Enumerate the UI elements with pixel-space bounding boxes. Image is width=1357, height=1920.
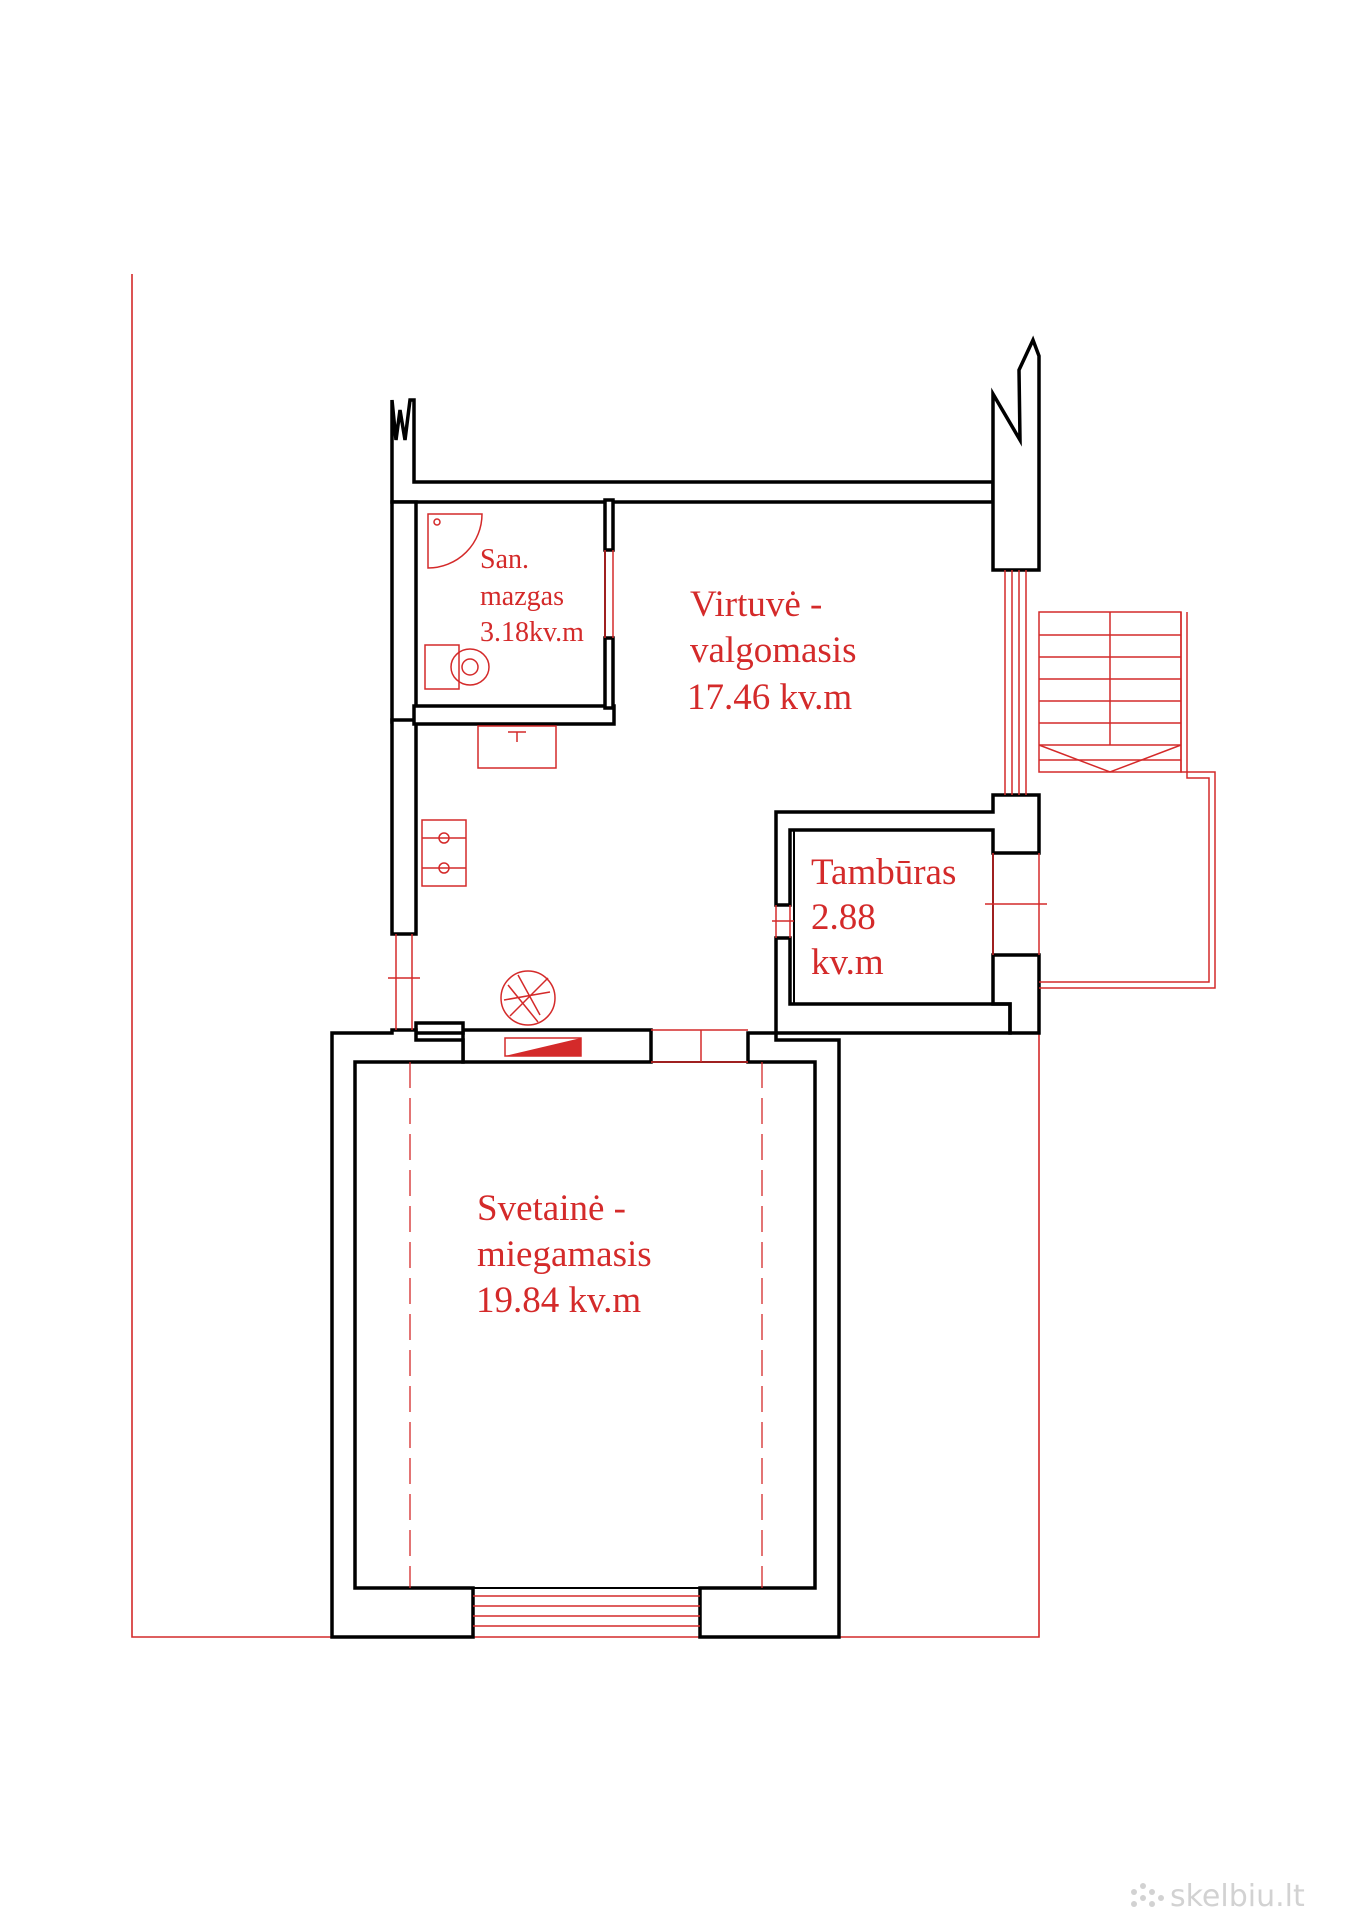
sink-icon (477, 725, 557, 769)
stove-icon (421, 819, 467, 887)
living-room-label: Svetainė - miegamasis 19.84 kv.m (476, 1188, 661, 1321)
bathroom-label: San. mazgas 3.18kv.m (480, 544, 584, 648)
site-boundary (131, 274, 1040, 1638)
boiler-icon (500, 970, 556, 1026)
watermark-text: skelbiu.lt (1170, 1879, 1305, 1914)
watermark: skelbiu.lt (1131, 1879, 1305, 1914)
shower-icon (427, 513, 483, 569)
living-inner (354, 1061, 816, 1589)
vestibule-right-wall (991, 953, 1041, 1035)
ceiling-beam-lines (409, 1062, 763, 1588)
porch (1039, 612, 1216, 989)
bathroom-right-wall-lower (603, 636, 615, 710)
toilet-tank-icon (424, 644, 460, 690)
fireplace-icon (504, 1037, 582, 1057)
walls (330, 335, 1041, 1639)
vestibule-walls (774, 793, 1041, 907)
bathroom-right-wall-upper (603, 498, 615, 552)
vestibule-label: Tambūras 2.88 kv.m (811, 852, 966, 983)
bathroom-bottom-wall (412, 704, 616, 726)
kitchen-label: Virtuvė - valgomasis 17.46 kv.m (687, 584, 866, 718)
left-wall-lower (390, 718, 418, 936)
chimney-lip (414, 1021, 465, 1035)
right-wall-upper (991, 335, 1041, 572)
left-wall-upper (390, 500, 418, 724)
toilet-seat-icon (461, 658, 479, 676)
top-wall (390, 398, 995, 504)
dots-logo-icon (1131, 1883, 1164, 1907)
shower-drain-icon (433, 518, 441, 526)
living-walls (330, 1028, 475, 1639)
living-walls-right (698, 1031, 841, 1639)
toilet-bowl-icon (450, 648, 490, 686)
fixtures (388, 513, 1216, 1627)
